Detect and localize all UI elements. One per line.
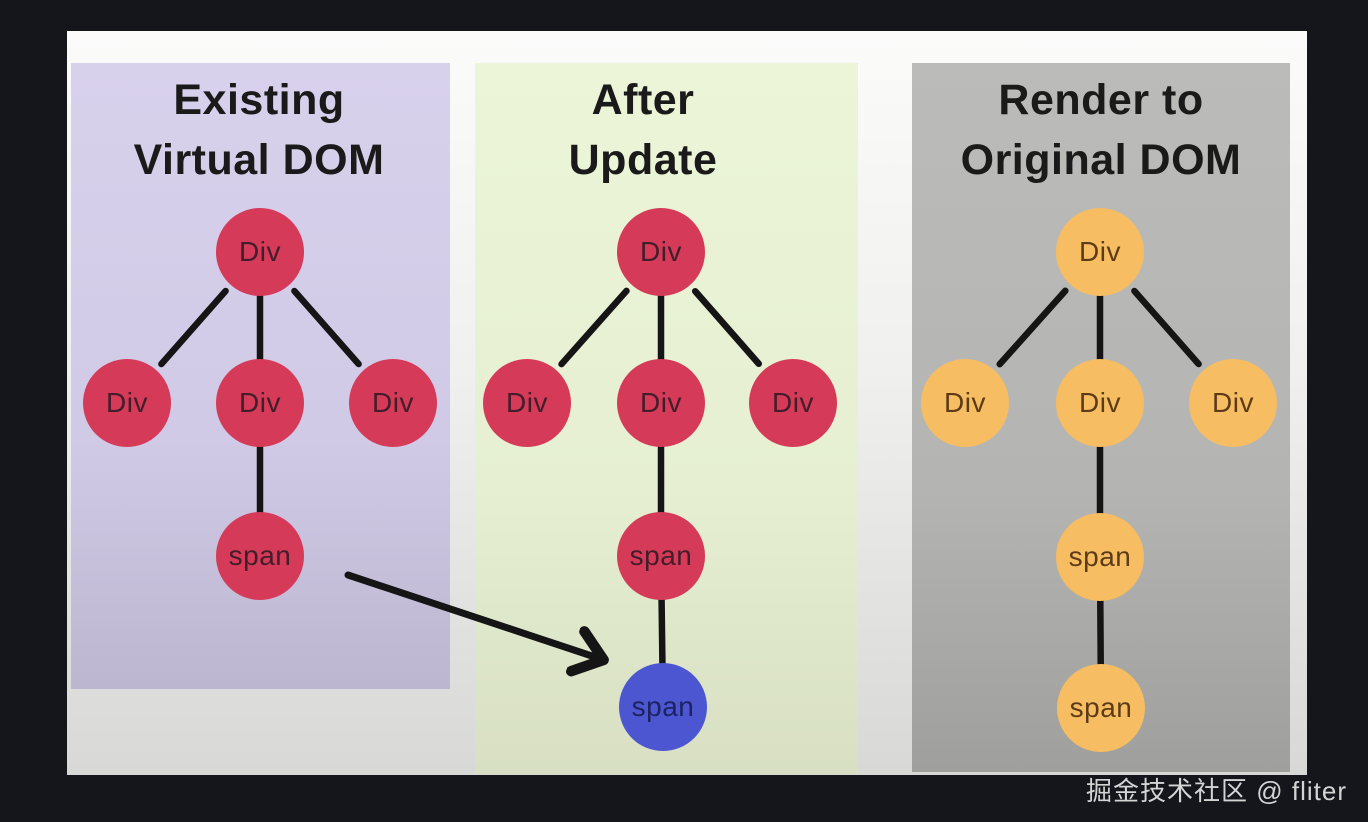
tree-node-div: Div (749, 359, 837, 447)
tree-edge (691, 287, 763, 368)
tree-node-label: Div (772, 387, 814, 418)
panel-title-line: Original DOM (960, 136, 1242, 184)
tree-node-span: span (1056, 513, 1144, 601)
panel-title-line: After (591, 76, 695, 124)
tree-node-div: Div (1189, 359, 1277, 447)
tree-node-div: Div (83, 359, 171, 447)
tree-edge (1096, 583, 1105, 682)
tree-node-div: Div (617, 359, 705, 447)
tree-edge (158, 287, 229, 368)
tree-edge (658, 582, 666, 681)
tree-node-div: Div (1056, 208, 1144, 296)
panel-title-render-to-original-dom: Render to Original DOM (911, 70, 1291, 190)
tree-edge (558, 287, 630, 368)
tree-node-div: Div (216, 359, 304, 447)
watermark: 掘金技术社区 @ fliter (1086, 776, 1347, 806)
tree-node-label: span (228, 540, 292, 571)
update-arrow (344, 571, 601, 659)
tree-node-label: Div (640, 387, 682, 418)
tree-node-label: Div (372, 387, 414, 418)
tree-node-label: Div (944, 387, 986, 418)
tree-node-label: Div (239, 387, 281, 418)
tree-edge (996, 287, 1069, 368)
tree-node-div: Div (617, 208, 705, 296)
tree-node-span: span (619, 663, 707, 751)
tree-node-span: span (216, 512, 304, 600)
tree-node-label: span (629, 540, 693, 571)
tree-node-label: Div (1212, 387, 1254, 418)
tree-node-div: Div (216, 208, 304, 296)
tree-node-label: Div (1079, 236, 1121, 267)
tree-node-label: Div (239, 236, 281, 267)
tree-node-label: span (1069, 692, 1133, 723)
tree-node-label: Div (506, 387, 548, 418)
tree-node-span: span (617, 512, 705, 600)
tree-node-label: span (1068, 541, 1132, 572)
tree-node-label: Div (640, 236, 682, 267)
panel-title-line: Existing (173, 76, 345, 124)
tree-node-div: Div (921, 359, 1009, 447)
tree-edge (291, 287, 362, 368)
tree-node-label: Div (1079, 387, 1121, 418)
tree-node-div: Div (483, 359, 571, 447)
tree-node-div: Div (349, 359, 437, 447)
tree-edge (1131, 287, 1202, 368)
panel-title-line: Render to (998, 76, 1204, 124)
panel-title-line: Virtual DOM (133, 136, 385, 184)
tree-node-span: span (1057, 664, 1145, 752)
tree-node-div: Div (1056, 359, 1144, 447)
panel-title-line: Update (568, 136, 718, 184)
tree-node-label: span (631, 691, 695, 722)
tree-node-label: Div (106, 387, 148, 418)
